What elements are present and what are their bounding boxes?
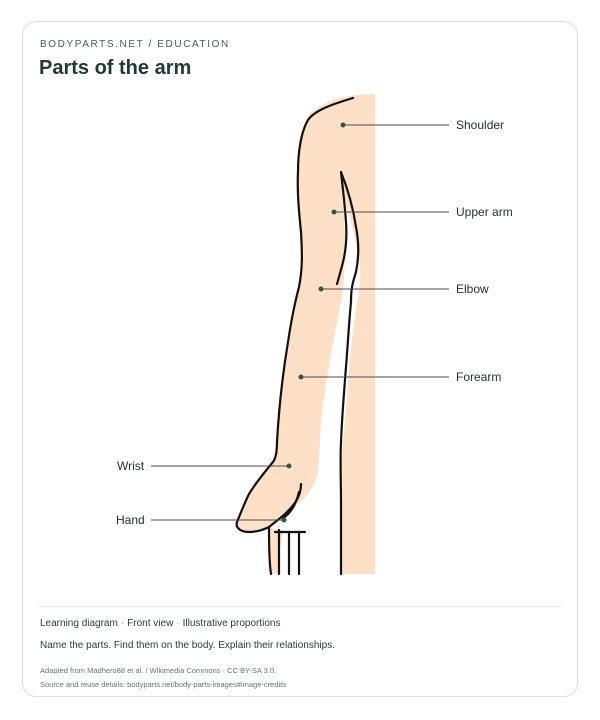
arm-outline-back [335,170,348,286]
meta-type: Learning diagram [40,618,118,629]
label-shoulder: Shoulder [456,118,504,132]
callout-forearm: Forearm [298,370,501,384]
image-credit: Adapted from Madhero88 et al. / Wikimedi… [40,666,277,675]
label-hand: Hand [116,513,145,527]
marker-dot [286,463,292,469]
marker-dot [298,374,304,380]
thumb-crease [281,490,301,520]
arm-outline-outer [235,96,355,576]
footer-divider [39,606,561,607]
page-title: Parts of the arm [39,57,192,79]
label-wrist: Wrist [117,459,145,473]
callout-elbow: Elbow [318,282,489,296]
marker-dot [281,517,287,523]
callout-shoulder: Shoulder [340,118,504,132]
separator: · [120,618,125,629]
arm-diagram: Shoulder Upper arm Elbow Forearm Wrist H… [116,94,513,576]
callout-wrist: Wrist [117,459,292,473]
label-upper-arm: Upper arm [456,205,513,219]
callout-hand: Hand [116,513,287,527]
marker-dot [331,209,337,215]
marker-dot [340,122,346,128]
meta-view: Front view [127,618,174,629]
diagram-card: BODYPARTS.NET / EDUCATION Parts of the a… [22,21,578,697]
arm-illustration [235,94,375,576]
arm-outline-inner [339,170,360,576]
arm-skin [236,94,375,574]
callout-upper-arm: Upper arm [331,205,513,219]
source-credit: Source and reuse details: bodyparts.net/… [40,680,286,689]
label-elbow: Elbow [456,282,489,296]
meta-proportions: Illustrative proportions [182,618,281,629]
instructions: Name the parts. Find them on the body. E… [40,640,335,651]
label-forearm: Forearm [456,370,501,384]
separator: · [176,618,180,629]
diagram-meta: Learning diagram·Front view·Illustrative… [40,618,280,629]
breadcrumb: BODYPARTS.NET / EDUCATION [40,39,230,50]
marker-dot [318,286,324,292]
